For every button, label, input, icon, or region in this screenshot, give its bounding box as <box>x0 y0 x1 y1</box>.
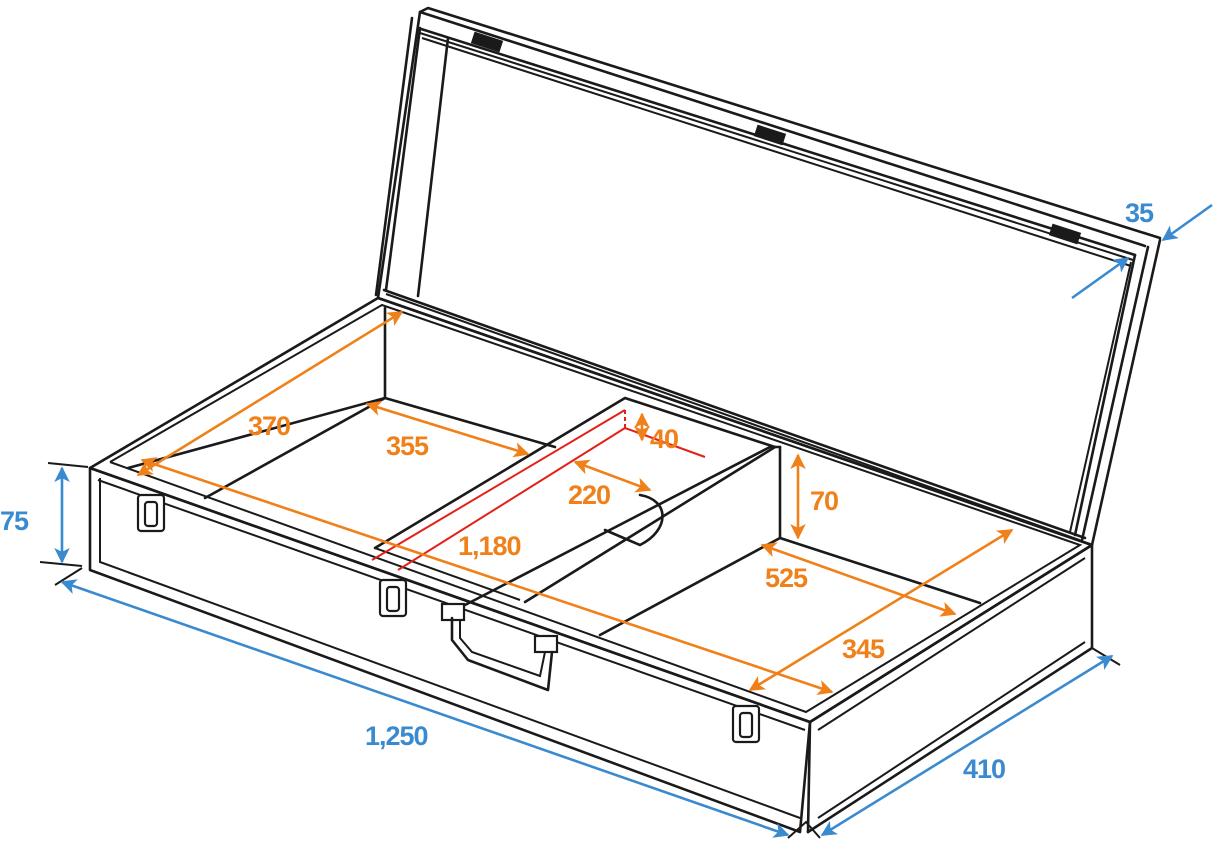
label-right-compartment-width: 525 <box>765 563 808 593</box>
label-outer-depth: 410 <box>963 754 1005 784</box>
dim-outer-length <box>60 579 790 838</box>
dim-left-compartment-width <box>365 400 530 458</box>
label-lid-depth: 35 <box>1125 198 1154 228</box>
dim-right-compartment-depth <box>748 528 1014 692</box>
label-right-compartment-height: 70 <box>810 486 838 516</box>
label-right-compartment-depth: 345 <box>842 634 885 664</box>
dim-inner-depth <box>136 310 404 477</box>
dim-slot-width <box>573 459 652 493</box>
label-inner-length: 1,180 <box>458 531 521 561</box>
label-slot-depth: 40 <box>650 424 678 454</box>
dim-outer-depth <box>820 654 1114 837</box>
label-slot-width: 220 <box>568 480 610 510</box>
case-lid <box>374 6 1162 547</box>
dim-lid-depth-arrow-in <box>1071 256 1130 300</box>
dim-lid-depth-arrow-out <box>1161 203 1213 242</box>
label-outer-height: 75 <box>0 506 29 536</box>
label-inner-depth: 370 <box>248 411 290 441</box>
label-outer-length: 1,250 <box>365 721 428 751</box>
label-left-compartment-width: 355 <box>386 431 429 461</box>
hinge-icon <box>470 31 1082 245</box>
outer-dimensions: 75 1,250 410 35 <box>0 198 1213 839</box>
